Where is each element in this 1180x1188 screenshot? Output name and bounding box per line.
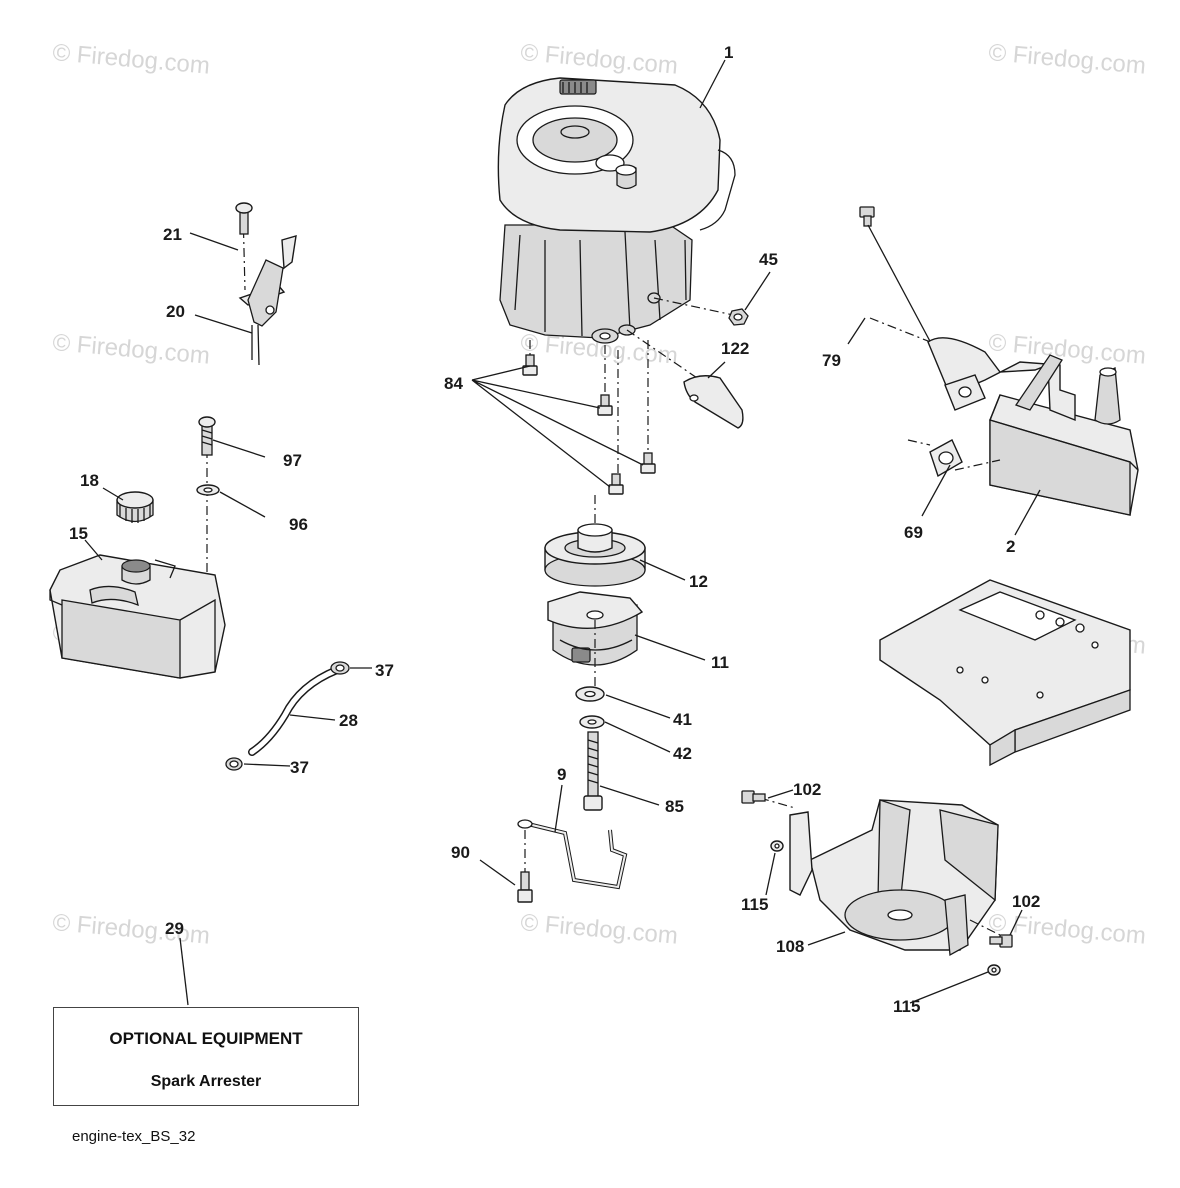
shield-part-122 xyxy=(626,329,744,429)
optional-equipment-title: OPTIONAL EQUIPMENT xyxy=(109,1029,303,1048)
callout-28: 28 xyxy=(339,711,358,730)
mounting-plate-part xyxy=(879,579,1131,767)
washer-part-115-bottom xyxy=(987,964,1001,976)
bolt-part-102-bottom xyxy=(969,919,1013,948)
callout-115-top: 115 xyxy=(741,895,768,914)
fuel-line-part-28 xyxy=(248,666,341,756)
callout-11: 11 xyxy=(711,653,729,672)
callout-79: 79 xyxy=(822,351,841,370)
callout-96: 96 xyxy=(289,515,308,534)
washer-part-41 xyxy=(575,686,605,702)
washer-part-96 xyxy=(196,484,220,496)
bolt-part-85 xyxy=(583,731,603,811)
gasket-part-69 xyxy=(907,439,1001,478)
callout-69: 69 xyxy=(904,523,923,542)
callout-37-bottom: 37 xyxy=(290,758,309,777)
callout-42: 42 xyxy=(673,744,692,763)
callout-1: 1 xyxy=(724,43,733,62)
bolt-part-102-top xyxy=(741,790,796,809)
callout-18: 18 xyxy=(80,471,99,490)
callout-12: 12 xyxy=(689,572,708,591)
callout-labels: 1 21 20 45 122 79 84 97 18 96 15 69 2 12… xyxy=(69,43,1040,1016)
washer-part-42 xyxy=(579,715,605,729)
belt-guard-part-108 xyxy=(789,799,999,957)
watermark: © Firedog.com xyxy=(51,329,210,370)
callout-37-top: 37 xyxy=(375,661,394,680)
fuel-cap-part-18 xyxy=(116,491,154,523)
callout-115-bottom: 115 xyxy=(893,997,920,1016)
clutch-part-11 xyxy=(547,591,644,690)
watermark: © Firedog.com xyxy=(987,329,1146,370)
callout-20: 20 xyxy=(166,302,185,321)
screw-part-21 xyxy=(235,202,253,291)
engine-part xyxy=(497,77,736,344)
callout-9: 9 xyxy=(557,765,566,784)
callout-102-bottom: 102 xyxy=(1012,892,1040,911)
nut-part-45 xyxy=(653,297,749,326)
callout-84: 84 xyxy=(444,374,463,393)
washer-part-115-top xyxy=(770,840,784,852)
fuel-tank-part-15 xyxy=(49,554,226,679)
callout-21: 21 xyxy=(163,225,182,244)
callout-29: 29 xyxy=(165,919,184,938)
callout-102-top: 102 xyxy=(793,780,821,799)
clamp-part-37-top xyxy=(330,661,350,675)
bracket-part-9 xyxy=(517,819,628,890)
watermark: © Firedog.com xyxy=(51,39,210,80)
leader-lines xyxy=(84,59,1041,1006)
callout-2: 2 xyxy=(1006,537,1015,556)
callout-15: 15 xyxy=(69,524,88,543)
bolt-part-90 xyxy=(517,830,533,903)
callout-108: 108 xyxy=(776,937,804,956)
callout-45: 45 xyxy=(759,250,778,269)
muffler-part-2 xyxy=(927,337,1139,516)
bolt-part-79 xyxy=(859,206,939,346)
callout-97: 97 xyxy=(283,451,302,470)
watermark: © Firedog.com xyxy=(987,39,1146,80)
pulley-part-12 xyxy=(544,495,646,587)
clamp-part-37-bottom xyxy=(225,757,243,771)
diagram-caption: engine-tex_BS_32 xyxy=(72,1128,196,1145)
optional-equipment-box: OPTIONAL EQUIPMENT Spark Arrester xyxy=(53,1007,359,1106)
callout-85: 85 xyxy=(665,797,684,816)
bolts-part-84 xyxy=(522,340,656,495)
throttle-control-part-20 xyxy=(238,235,297,366)
watermark: © Firedog.com xyxy=(519,909,678,950)
watermark: © Firedog.com xyxy=(519,39,678,80)
callout-90: 90 xyxy=(451,843,470,862)
callout-41: 41 xyxy=(673,710,692,729)
optional-equipment-item: Spark Arrester xyxy=(150,1073,262,1090)
callout-122: 122 xyxy=(721,339,749,358)
watermark: © Firedog.com xyxy=(51,909,210,950)
